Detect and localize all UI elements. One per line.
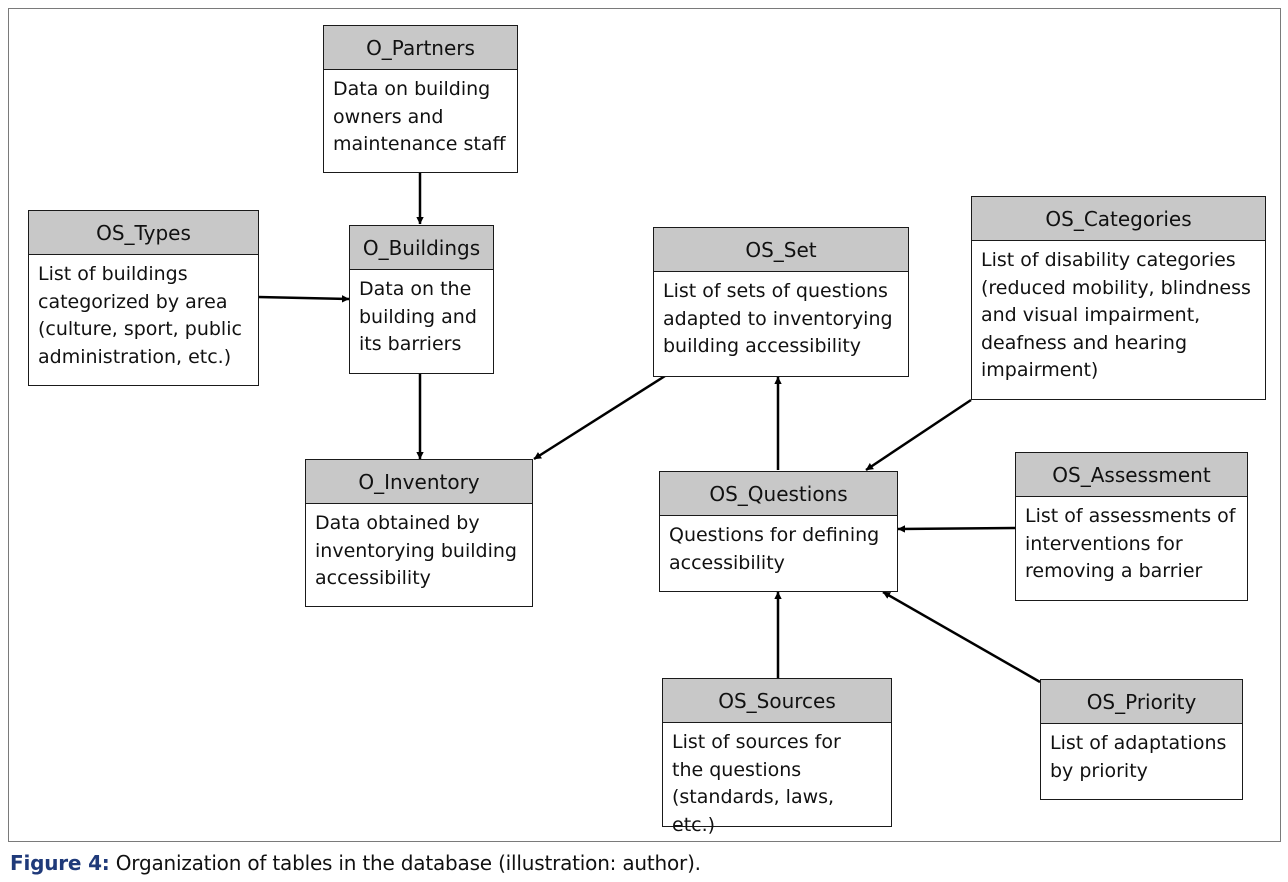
table-title: OS_Types [29,211,258,255]
table-os-types: OS_Types List of buildings categorized b… [28,210,259,386]
arrow-set-to-inventory [533,374,666,461]
table-title: OS_Categories [972,197,1265,241]
figure-frame [8,8,1281,842]
arrow-categories-to-questions [865,398,972,472]
table-title: OS_Questions [660,472,897,516]
table-description: List of adaptations by priority [1050,732,1227,782]
table-description: List of sets of questions adapted to inv… [663,280,893,357]
table-title: OS_Assessment [1016,453,1247,497]
table-o-inventory: O_Inventory Data obtained by inventoryin… [305,459,533,607]
table-os-sources: OS_Sources List of sources for the quest… [662,678,892,836]
table-os-priority: OS_Priority List of adaptations by prior… [1040,679,1243,800]
table-title: O_Buildings [350,226,493,270]
figure-caption-text: Organization of tables in the database (… [109,851,701,875]
table-description: List of assessments of interventions for… [1025,505,1236,582]
table-title: OS_Priority [1041,680,1242,724]
table-title: OS_Set [654,228,908,272]
table-os-questions: OS_Questions Questions for defining acce… [659,471,898,592]
table-description: List of disability categories (reduced m… [981,249,1251,381]
table-o-buildings: O_Buildings Data on the building and its… [349,225,494,374]
table-description: Data on the building and its barriers [359,278,477,355]
table-description: List of sources for the questions (stand… [672,731,841,836]
table-title: O_Inventory [306,460,532,504]
table-description: Questions for defining accessibility [669,524,880,574]
table-o-partners: O_Partners Data on building owners and m… [323,25,518,173]
table-description: List of buildings categorized by area (c… [38,263,242,368]
table-os-categories: OS_Categories List of disability categor… [971,196,1266,400]
arrow-priority-to-questions [882,590,1041,684]
arrow-assessment-to-questions [897,525,1016,533]
figure-caption: Figure 4: Organization of tables in the … [10,851,701,875]
table-title: OS_Sources [663,679,891,723]
table-os-assessment: OS_Assessment List of assessments of int… [1015,452,1248,601]
table-description: Data obtained by inventorying building a… [315,512,517,589]
table-os-set: OS_Set List of sets of questions adapted… [653,227,909,377]
table-description: Data on building owners and maintenance … [333,78,506,155]
arrow-types-to-buildings [257,295,350,303]
figure-caption-label: Figure 4: [10,851,110,875]
table-title: O_Partners [324,26,517,70]
